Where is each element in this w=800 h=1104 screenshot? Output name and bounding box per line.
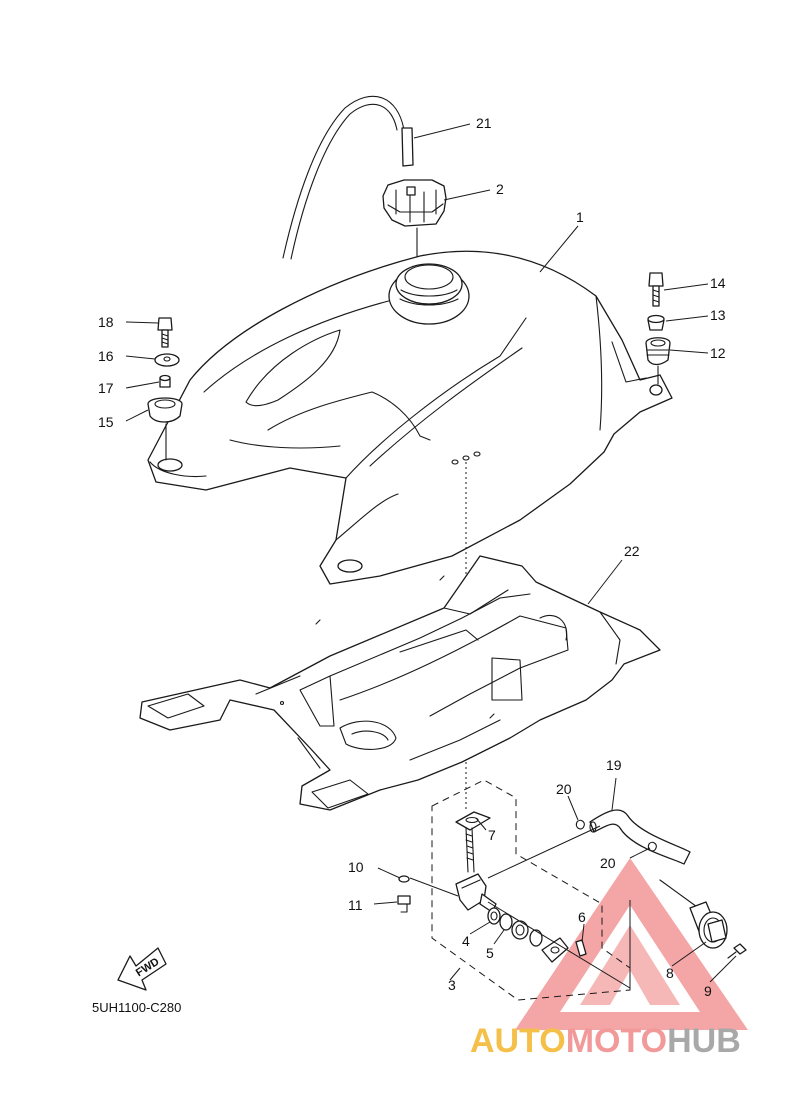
- right-mount-hardware: [645, 272, 671, 385]
- callout-14: 14: [710, 275, 726, 291]
- callout-21: 21: [476, 115, 492, 131]
- fuel-cock-screws: [397, 875, 459, 913]
- fuel-cap: [382, 179, 447, 291]
- tank-support-frame: [139, 555, 661, 811]
- callout-16: 16: [98, 348, 114, 364]
- left-mount-hardware: [147, 317, 183, 461]
- callout-8: 8: [666, 965, 674, 981]
- callout-10: 10: [348, 859, 364, 875]
- watermark-moto: MOTO: [566, 1022, 667, 1060]
- watermark-hub: HUB: [667, 1022, 741, 1060]
- callout-18: 18: [98, 314, 114, 330]
- diagram-code: 5UH1100-C280: [92, 1000, 181, 1015]
- callout-19: 19: [606, 757, 622, 773]
- fuel-cock-assembly-box: [431, 779, 631, 1001]
- fuel-cock-seals: [487, 900, 631, 989]
- callout-13: 13: [710, 307, 726, 323]
- callout-11: 11: [348, 897, 363, 913]
- breather-hose: [282, 95, 414, 260]
- callout-1: 1: [576, 209, 584, 225]
- hose-clip-upper: [575, 819, 585, 830]
- forward-arrow: FWD: [117, 947, 167, 991]
- watermark-text: AUTOMOTOHUB: [470, 1022, 741, 1060]
- callout-5: 5: [486, 945, 494, 961]
- callout-3: 3: [448, 977, 456, 993]
- callout-numbers: 21 2 1 14 13 12 18 16 17 15 22 19 20 20 …: [98, 115, 726, 999]
- callout-4: 4: [462, 933, 470, 949]
- callout-15: 15: [98, 414, 114, 430]
- watermark-auto: AUTO: [470, 1022, 566, 1060]
- svg-text:AUTOMOTOHUB: AUTOMOTOHUB: [470, 1022, 741, 1060]
- callout-2: 2: [496, 181, 504, 197]
- callout-20-lower: 20: [600, 855, 616, 871]
- callout-17: 17: [98, 380, 114, 396]
- callout-7: 7: [488, 827, 496, 843]
- callout-9: 9: [704, 983, 712, 999]
- callout-20-upper: 20: [556, 781, 572, 797]
- callout-12: 12: [710, 345, 726, 361]
- fuel-cock-lever: [659, 879, 747, 959]
- callout-leaders: [125, 123, 737, 983]
- fuel-cock-gasket: [455, 811, 491, 831]
- fuel-hose: [487, 809, 691, 879]
- fuel-tank: [147, 250, 673, 585]
- callout-6: 6: [578, 909, 586, 925]
- callout-22: 22: [624, 543, 640, 559]
